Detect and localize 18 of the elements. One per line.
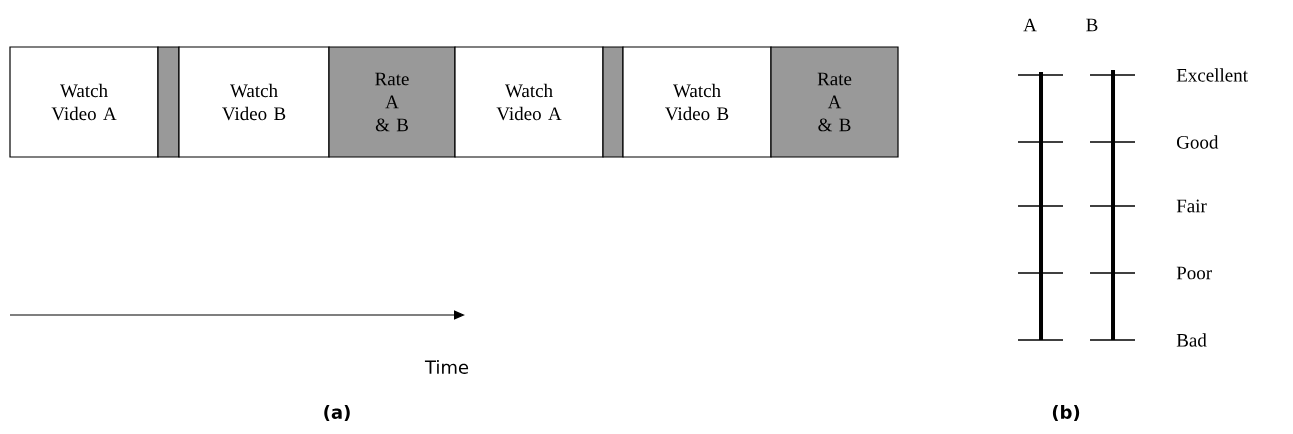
activity-box: Watch Video A <box>9 46 159 158</box>
panel-label: (a) <box>324 405 350 421</box>
scale-label: Excellent <box>1176 68 1248 82</box>
scale-label: Fair <box>1176 199 1207 213</box>
rating-box: Rate A & B <box>770 46 899 158</box>
activity-box: Watch Video B <box>622 46 772 158</box>
panel-label: (b) <box>1052 405 1080 421</box>
activity-box: Watch Video B <box>178 46 330 158</box>
pause-bar <box>602 46 624 158</box>
scale-label: Good <box>1177 135 1219 149</box>
rating-box: Rate A & B <box>328 46 456 158</box>
scale-letter: B <box>1086 18 1098 32</box>
scale-label: Poor <box>1176 266 1212 280</box>
scale-label: Bad <box>1176 333 1207 347</box>
axis-label: Time <box>424 360 469 374</box>
activity-box: Watch Video A <box>454 46 604 158</box>
pause-bar <box>157 46 180 158</box>
scale-letter: A <box>1023 18 1037 32</box>
